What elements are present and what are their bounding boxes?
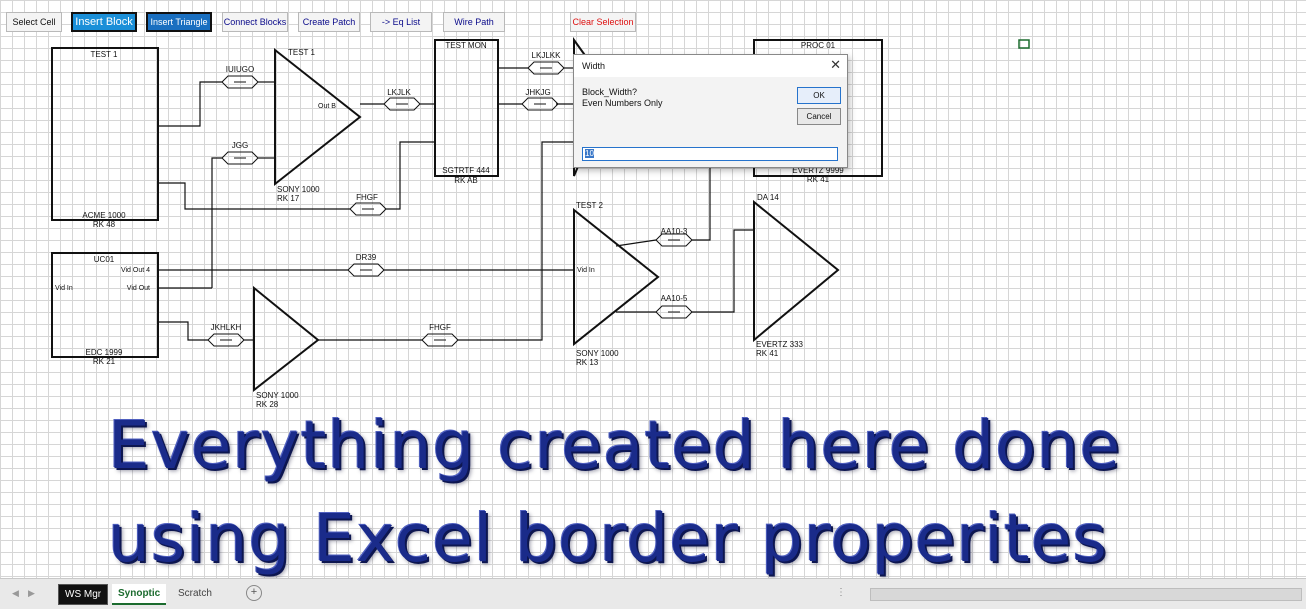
patch-iuiugo [221, 75, 259, 89]
create-patch-button[interactable]: Create Patch [298, 12, 360, 32]
block-rack: RK 21 [93, 357, 116, 366]
triangle-title: TEST 2 [576, 201, 604, 210]
block-model: ACME 1000 [82, 211, 126, 220]
block-rack: RK AB [454, 176, 478, 185]
port-label: Vid In [577, 267, 595, 274]
tab-synoptic[interactable]: Synoptic [112, 584, 167, 605]
dialog-prompt-line: Even Numbers Only [582, 98, 663, 108]
patch-label: LKJLKK [532, 51, 562, 60]
patch-fhgf-2 [421, 333, 459, 347]
patch-jhkjg [521, 97, 559, 111]
selected-cell-marker[interactable] [1018, 39, 1030, 49]
patch-label: AA10-5 [661, 294, 688, 303]
patch-label: AA10-3 [661, 227, 688, 236]
close-icon[interactable]: ✕ [830, 57, 841, 72]
insert-block-button[interactable]: Insert Block [71, 12, 137, 32]
patch-lkjlk [383, 97, 421, 111]
width-input-dialog[interactable]: Width ✕ Block_Width? Even Numbers Only O… [573, 54, 848, 168]
dialog-prompt: Block_Width? Even Numbers Only [582, 87, 663, 109]
port-label: Out B [318, 103, 336, 110]
dialog-title: Width [582, 61, 606, 71]
triangle-model: SONY 1000 [576, 349, 619, 358]
patch-dr39 [347, 263, 385, 277]
patch-aa10-5 [655, 305, 693, 319]
block-model: EVERTZ 9999 [792, 166, 844, 175]
horizontal-scrollbar[interactable] [870, 588, 1302, 601]
block-model: EDC 1999 [86, 348, 123, 357]
patch-label: FHGF [429, 323, 451, 332]
block-model: SGTRTF 444 [442, 166, 490, 175]
block-title: UC01 [94, 255, 115, 264]
triangle-rack: RK 17 [277, 194, 300, 203]
split-handle-icon[interactable]: ⋮ [836, 587, 846, 598]
triangle-rack: RK 13 [576, 358, 599, 367]
patch-label: IUIUGO [226, 65, 254, 74]
port-label: Vid Out 4 [121, 267, 150, 274]
port-label: Vid In [55, 285, 73, 292]
patch-label: DR39 [356, 253, 377, 262]
triangle-model: SONY 1000 [256, 391, 299, 400]
wire-path-button[interactable]: Wire Path [443, 12, 505, 32]
block-width-input[interactable]: 10 [582, 147, 838, 161]
port-label: Vid Out [127, 285, 150, 292]
block-rack: RK 41 [807, 175, 830, 184]
patch-lkjlkk [527, 61, 565, 75]
patch-label: JKHLKH [211, 323, 242, 332]
sheet-tab-bar: ◀ ▶ WS Mgr Synoptic Scratch + ⋮ [0, 578, 1306, 609]
caption-line: using Excel border properites [108, 500, 1108, 577]
triangle-model: SONY 1000 [277, 185, 320, 194]
triangle-model: EVERTZ 333 [756, 340, 804, 349]
patch-fhgf-1 [349, 202, 387, 216]
triangle-rack: RK 41 [756, 349, 779, 358]
patch-label: LKJLK [387, 88, 411, 97]
block-title: TEST 1 [91, 50, 119, 59]
tab-ws-mgr[interactable]: WS Mgr [58, 584, 109, 605]
triangle-title: TEST 1 [288, 48, 316, 57]
triangle-rack: RK 28 [256, 400, 279, 409]
scroll-left-icon[interactable]: ◀ [12, 588, 19, 598]
eq-list-button[interactable]: -> Eq List [370, 12, 432, 32]
patch-jkhlkh [207, 333, 245, 347]
triangle-title: DA 14 [757, 193, 779, 202]
clear-selection-button[interactable]: Clear Selection [570, 12, 636, 32]
add-sheet-icon[interactable]: + [246, 585, 262, 601]
patch-label: FHGF [356, 193, 378, 202]
insert-triangle-button[interactable]: Insert Triangle [146, 12, 212, 32]
tab-scratch[interactable]: Scratch [178, 588, 212, 599]
caption-line: Everything created here done [108, 407, 1122, 484]
patch-label: JGG [232, 141, 248, 150]
block-rack: RK 48 [93, 220, 116, 229]
scroll-right-icon[interactable]: ▶ [28, 588, 35, 598]
connect-blocks-button[interactable]: Connect Blocks [222, 12, 288, 32]
patch-label: JHKJG [525, 88, 550, 97]
block-title: PROC 01 [801, 41, 836, 50]
input-value: 10 [585, 149, 594, 158]
block-title: TEST MON [445, 41, 486, 50]
ok-button[interactable]: OK [797, 87, 841, 104]
patch-jgg [221, 151, 259, 165]
signal-flow-diagram: TEST 1 ACME 1000 RK 48 UC01 Vid In Vid O… [51, 36, 1030, 409]
dialog-titlebar[interactable]: Width ✕ [574, 55, 847, 77]
cancel-button[interactable]: Cancel [797, 108, 841, 125]
select-cell-button[interactable]: Select Cell [6, 12, 62, 32]
dialog-prompt-line: Block_Width? [582, 87, 638, 97]
